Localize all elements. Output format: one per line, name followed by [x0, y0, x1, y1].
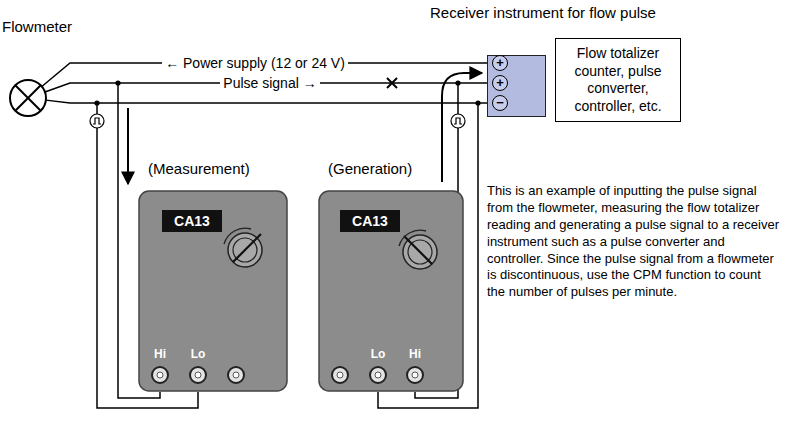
meter-instrument: (Measurement) CA13HiLo — [138, 158, 288, 392]
display-text: CA13 — [340, 210, 400, 232]
pulse-symbol — [90, 114, 104, 128]
flowmeter-circle — [8, 78, 48, 118]
meter-caption: (Generation) — [328, 160, 412, 177]
meter-wires — [97, 83, 478, 408]
terminal-label: Lo — [358, 347, 398, 361]
node-heading: Flowmeter — [2, 18, 72, 35]
display-text: CA13 — [162, 210, 222, 232]
meter-drawing — [138, 190, 288, 392]
meter-caption: (Measurement) — [148, 160, 250, 177]
meter-body: CA13HiLo — [138, 190, 288, 392]
meter-instrument: (Generation) CA13LoHi — [318, 158, 464, 392]
pulse-symbol — [451, 114, 465, 128]
box-text: Flow totalizer counter, pulse converter,… — [561, 45, 675, 115]
signal-wire — [46, 100, 487, 103]
meter-body: CA13LoHi — [318, 190, 464, 392]
terminal-symbol: − — [492, 95, 508, 111]
terminal-label: Lo — [178, 347, 218, 361]
flowmeter-symbol: Flowmeter — [0, 18, 72, 120]
terminal-symbol: + — [492, 75, 508, 91]
node-heading: Receiver instrument for flow pulse — [430, 4, 656, 21]
wire-label: ← Power supply (12 or 24 V) — [162, 55, 348, 71]
meter-drawing — [318, 190, 464, 392]
wire-label: Pulse signal → — [220, 75, 319, 91]
terminal-label: Hi — [140, 347, 180, 361]
description-note: This is an example of inputting the puls… — [487, 183, 779, 301]
terminal-label: Hi — [395, 347, 435, 361]
measurement-arrow — [127, 108, 129, 184]
terminal-symbol: + — [492, 55, 508, 71]
process-box: Flow totalizer counter, pulse converter,… — [555, 38, 681, 122]
generation-arrow — [442, 73, 482, 182]
